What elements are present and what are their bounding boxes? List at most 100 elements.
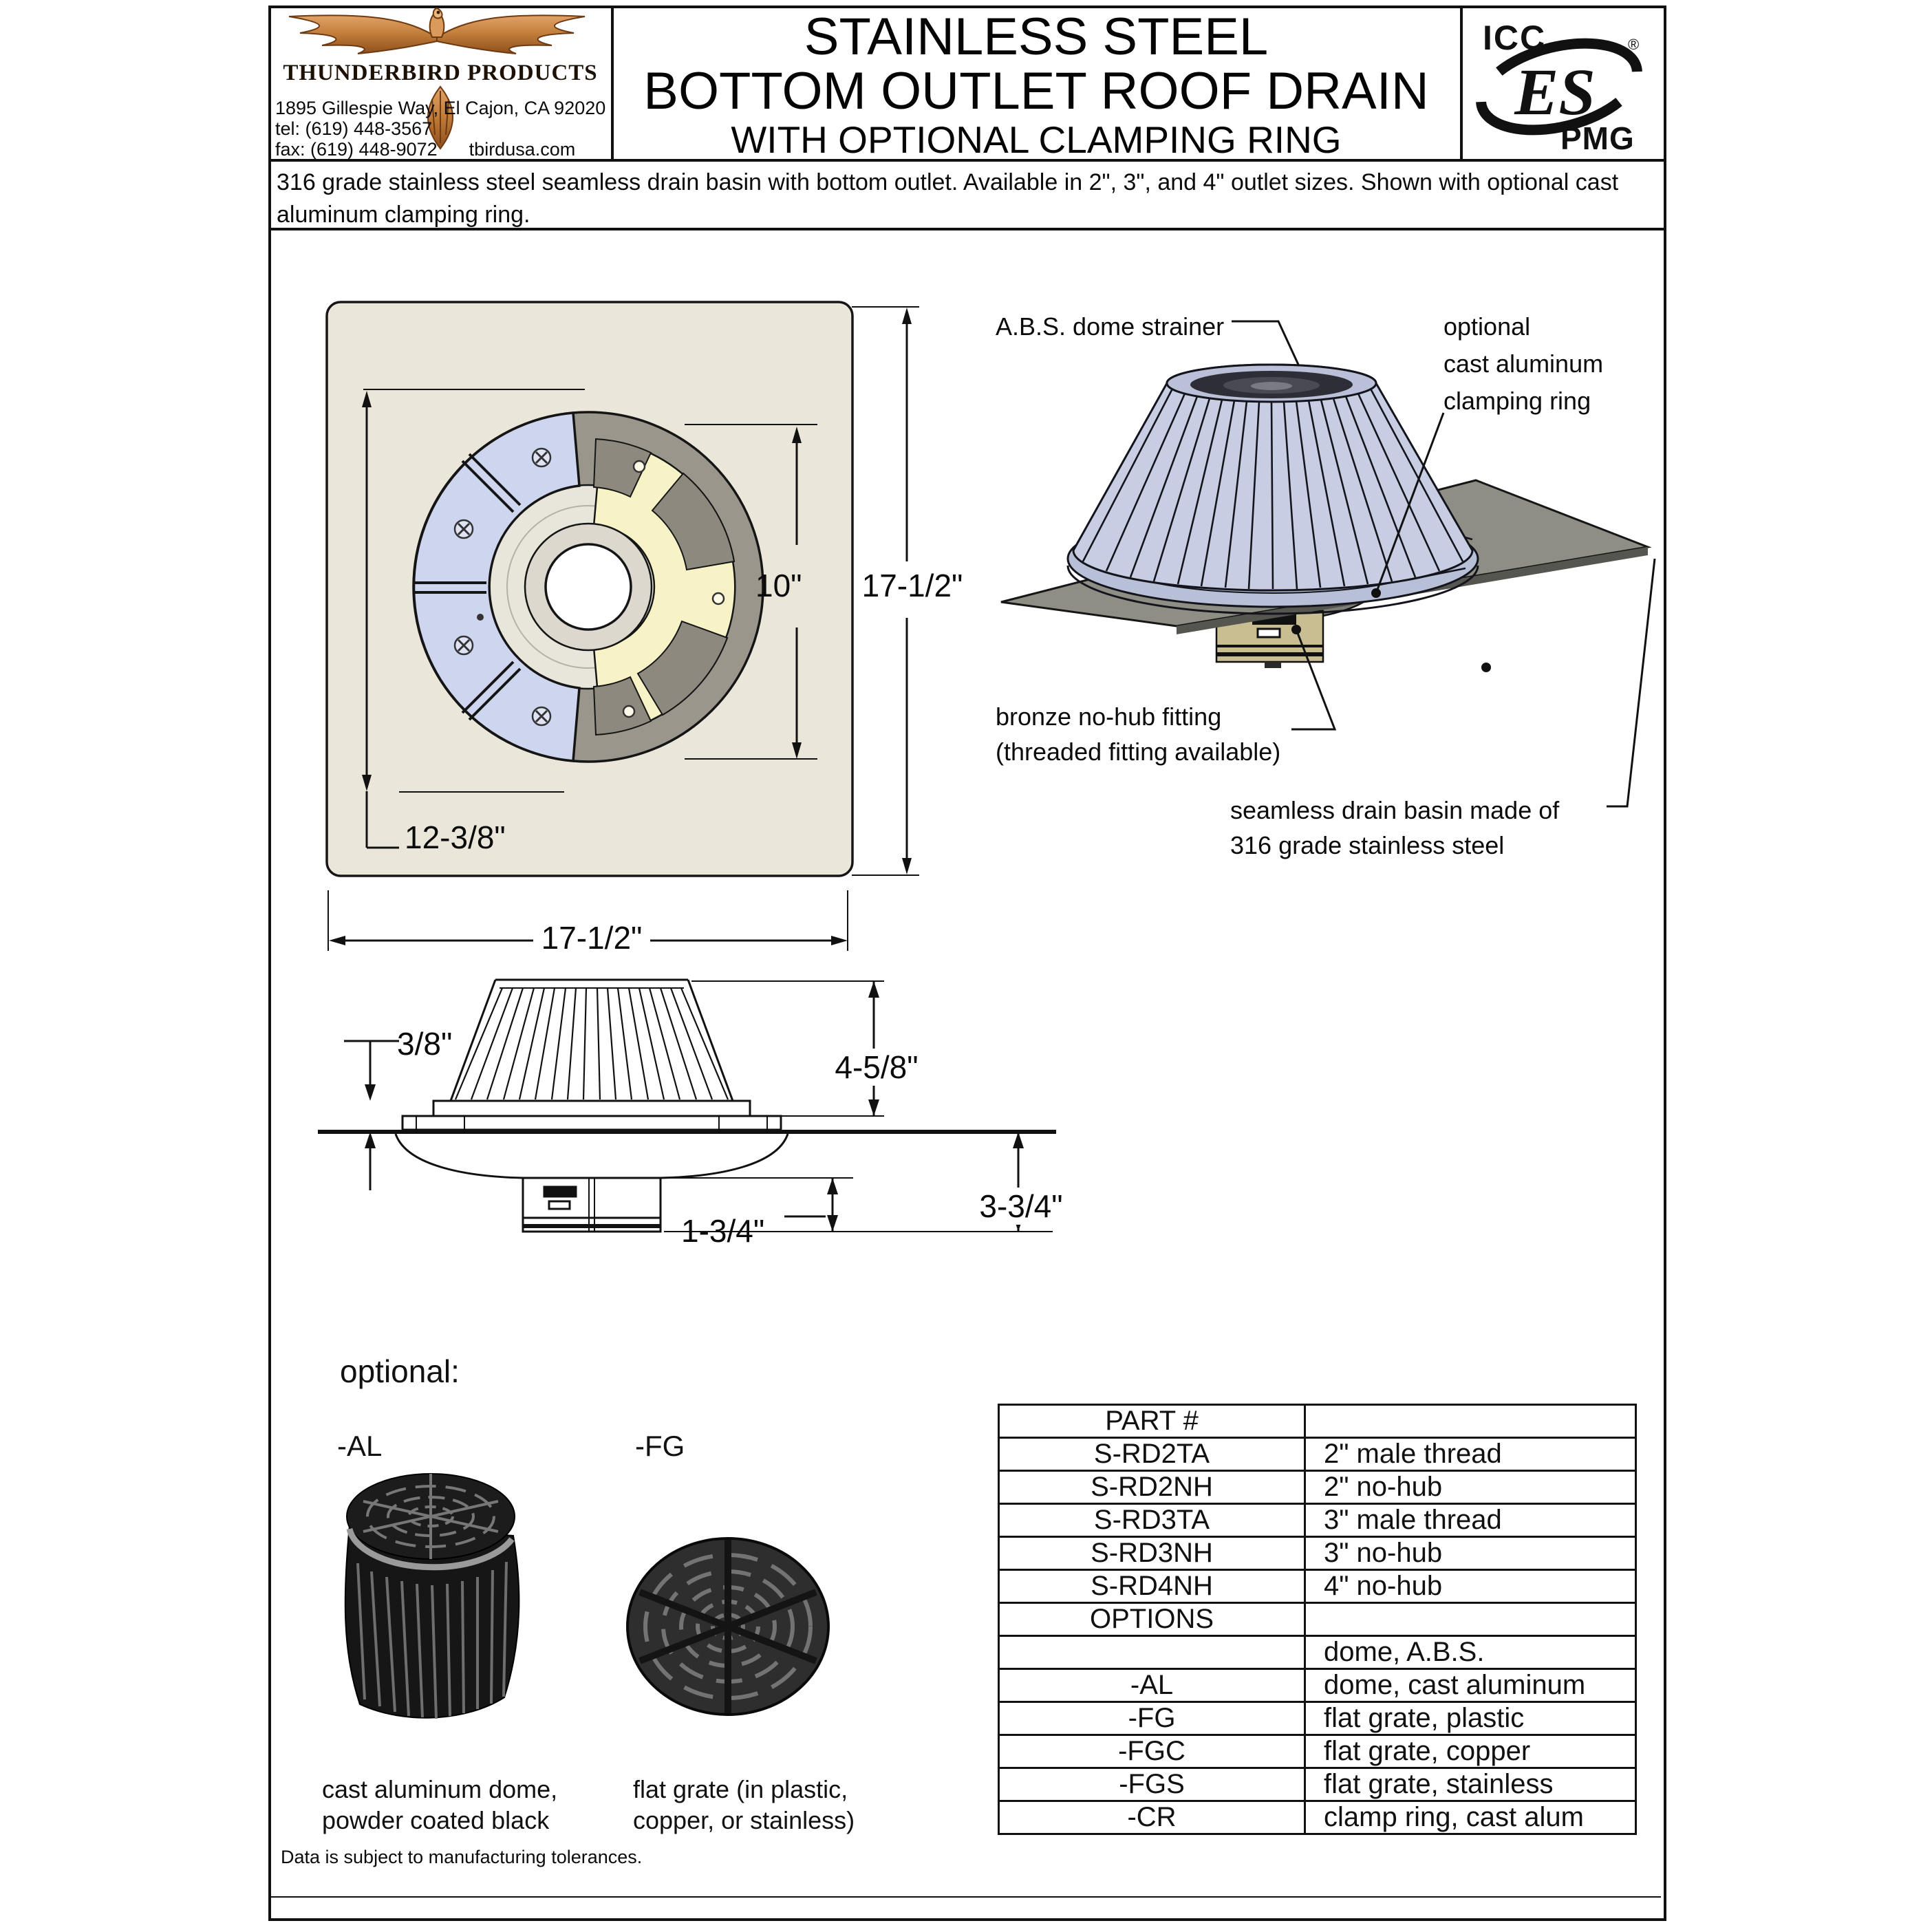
part-cell: S-RD4NH <box>998 1569 1306 1604</box>
al-dome-slats <box>356 1561 508 1719</box>
title-line-1: STAINLESS STEEL <box>804 8 1269 66</box>
leader-lines <box>1232 320 1656 808</box>
desc-cell: dome, A.B.S. <box>1304 1635 1637 1670</box>
option-code-fg: -FG <box>635 1430 685 1462</box>
side-view-drawing <box>318 978 1056 1233</box>
part-cell: S-RD3NH <box>998 1536 1306 1571</box>
desc-cell: flat grate, stainless <box>1304 1767 1637 1802</box>
col-header-desc <box>1304 1404 1637 1439</box>
icc-es-pmg-logo <box>1476 38 1642 136</box>
al-caption-1: cast aluminum dome, <box>322 1775 558 1803</box>
part-cell: -CR <box>998 1800 1306 1835</box>
company-address-block: 1895 Gillespie Way, El Cajon, CA 92020 t… <box>275 98 605 160</box>
dim-label-3-3-4: 3-3/4" <box>967 1188 1075 1225</box>
desc-cell: flat grate, copper <box>1304 1734 1637 1769</box>
al-dome-graphic <box>344 1473 520 1719</box>
fg-caption-1: flat grate (in plastic, <box>633 1775 848 1803</box>
option-code-al: -AL <box>337 1430 383 1462</box>
fax-line: fax: (619) 448-9072 <box>275 139 438 160</box>
part-cell: OPTIONS <box>998 1602 1306 1637</box>
label-fitting-2: (threaded fitting available) <box>996 738 1281 766</box>
desc-cell: flat grate, plastic <box>1304 1701 1637 1736</box>
fg-grate-graphic <box>626 1537 830 1716</box>
part-cell: -FGC <box>998 1734 1306 1769</box>
dim-label-4-5-8: 4-5/8" <box>822 1049 931 1086</box>
desc-cell: clamp ring, cast alum <box>1304 1800 1637 1835</box>
document-title: STAINLESS STEEL BOTTOM OUTLET ROOF DRAIN… <box>614 10 1459 162</box>
dim-label-ring-12-3-8: 12-3/8" <box>405 819 506 855</box>
dome-slats <box>1082 388 1464 590</box>
desc-cell: 3" male thread <box>1304 1503 1637 1538</box>
side-dome-slats <box>454 987 729 1100</box>
header-divider-left <box>611 6 614 161</box>
dim-label-1-3-4: 1-3/4" <box>681 1213 765 1249</box>
al-caption-2: powder coated black <box>322 1806 550 1835</box>
es-text: ES <box>1514 55 1596 129</box>
dim-label-inner-10: 10" <box>755 568 802 603</box>
part-cell: S-RD2NH <box>998 1470 1306 1505</box>
desc-cell: 2" male thread <box>1304 1437 1637 1472</box>
page-border <box>268 6 1666 1921</box>
part-cell: -FG <box>998 1701 1306 1736</box>
phone-line: tel: (619) 448-3567 <box>275 118 433 140</box>
label-basin-2: 316 grade stainless steel <box>1230 831 1505 860</box>
icc-text: ICC <box>1483 19 1547 57</box>
label-clamp-1: optional <box>1443 312 1531 341</box>
desc-cell: 2" no-hub <box>1304 1470 1637 1505</box>
website-text: tbirdusa.com <box>469 139 576 160</box>
part-cell <box>998 1635 1306 1670</box>
table-header-row: PART # <box>998 1404 1637 1439</box>
label-fitting-1: bronze no-hub fitting <box>996 702 1222 731</box>
title-line-2: BOTTOM OUTLET ROOF DRAIN <box>643 62 1429 121</box>
part-cell: S-RD2TA <box>998 1437 1306 1472</box>
dim-label-width-17-5: 17-1/2" <box>535 919 648 956</box>
registered-mark: ® <box>1628 36 1640 53</box>
label-dome-strainer: A.B.S. dome strainer <box>996 312 1225 341</box>
table-row: OPTIONS <box>998 1602 1637 1637</box>
description-bottom-rule <box>268 228 1664 230</box>
title-line-3: WITH OPTIONAL CLAMPING RING <box>731 118 1342 162</box>
thunderbird-tail-icon <box>427 85 453 150</box>
product-description: 316 grade stainless steel seamless drain… <box>277 169 1619 228</box>
iso-view-rendering <box>1000 320 1656 808</box>
col-header-part: PART # <box>998 1404 1306 1439</box>
desc-cell <box>1304 1602 1637 1637</box>
desc-cell: dome, cast aluminum <box>1304 1668 1637 1703</box>
desc-cell: 4" no-hub <box>1304 1569 1637 1604</box>
dim-label-3-8: 3/8" <box>397 1026 453 1062</box>
header-divider-right <box>1460 6 1463 161</box>
company-name: THUNDERBIRD PRODUCTS <box>283 61 598 85</box>
header-bottom-rule <box>268 159 1664 162</box>
tolerance-note: Data is subject to manufacturing toleran… <box>281 1847 643 1867</box>
dome-strainer-3d <box>1072 363 1474 592</box>
part-cell: -FGS <box>998 1767 1306 1802</box>
label-clamp-3: clamping ring <box>1443 387 1591 415</box>
address-line: 1895 Gillespie Way, El Cajon, CA 92020 <box>275 98 606 118</box>
part-cell: S-RD3TA <box>998 1503 1306 1538</box>
top-view-drawing <box>325 301 919 951</box>
table-row: dome, A.B.S. <box>998 1635 1637 1670</box>
dim-label-height-17-5: 17-1/2" <box>857 567 967 604</box>
drain-assembly-top <box>412 411 764 763</box>
thunderbird-eagle-icon <box>288 7 586 54</box>
pmg-text: PMG <box>1560 120 1635 156</box>
desc-cell: 3" no-hub <box>1304 1536 1637 1571</box>
label-clamp-2: cast aluminum <box>1443 350 1604 378</box>
optional-heading: optional: <box>340 1353 460 1389</box>
part-cell: -AL <box>998 1668 1306 1703</box>
footer-rule <box>271 1896 1661 1898</box>
label-basin-1: seamless drain basin made of <box>1230 796 1560 824</box>
fg-caption-2: copper, or stainless) <box>633 1806 855 1835</box>
top-view-dimensions <box>328 306 919 951</box>
